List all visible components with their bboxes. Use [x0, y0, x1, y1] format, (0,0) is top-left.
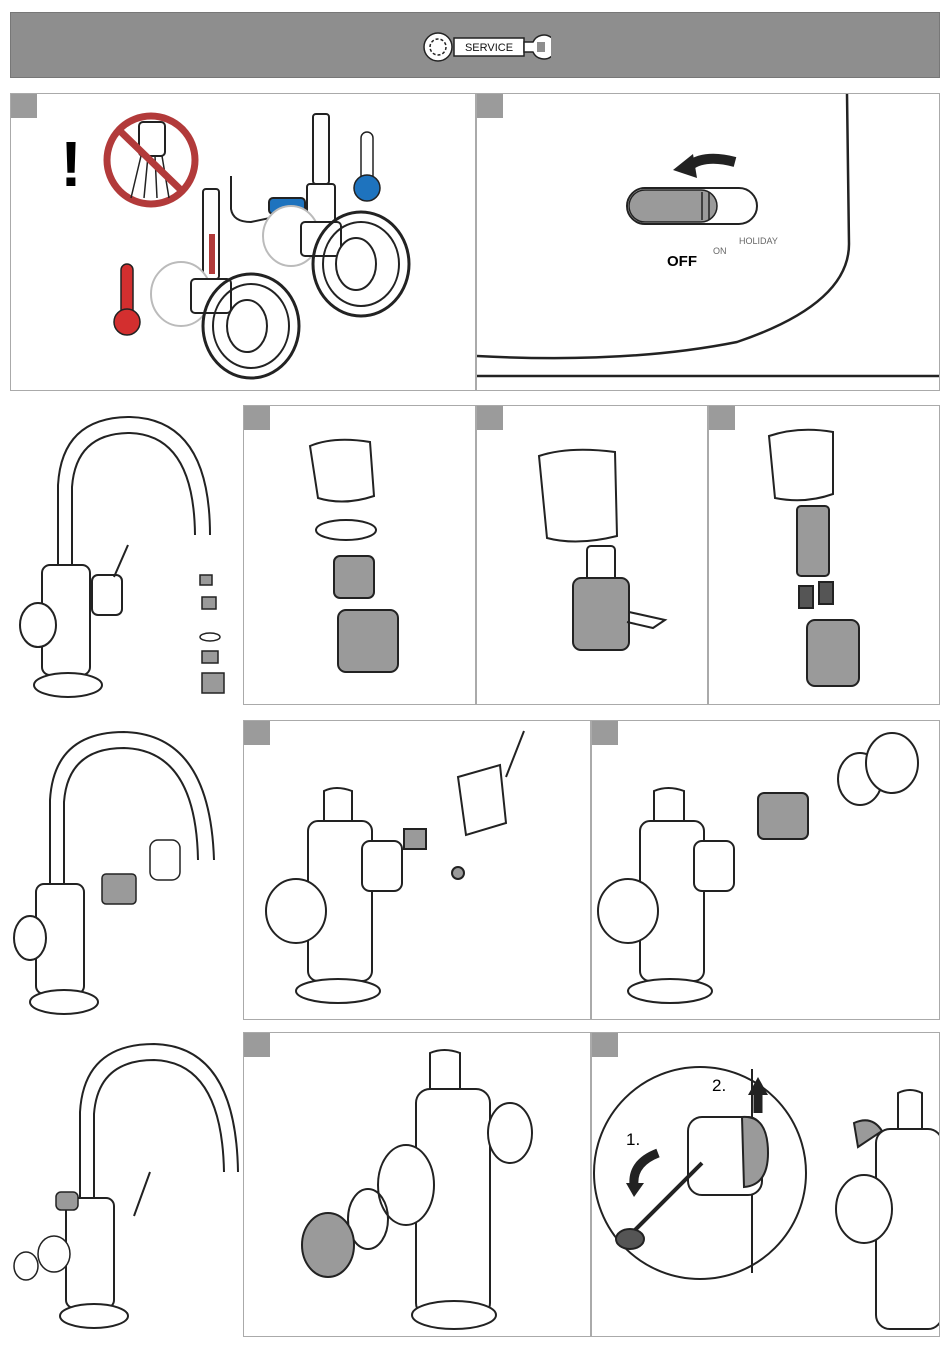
gear-icon	[424, 33, 452, 61]
panel-remove-mixer-cartridge	[591, 720, 940, 1020]
panel-pry-indicator: 1. 2.	[591, 1032, 940, 1337]
service-label: SERVICE	[465, 42, 513, 54]
faucet-overview-button	[10, 1032, 242, 1337]
warning-mark: !	[60, 128, 81, 200]
panel-remove-button-cap	[243, 1032, 591, 1337]
wrench-icon	[524, 35, 551, 59]
step-two-label: 2.	[712, 1076, 726, 1095]
switch-on-label: ON	[713, 246, 727, 256]
service-badge: SERVICE	[421, 30, 551, 69]
service-header-bar: SERVICE	[10, 12, 940, 78]
cold-valve	[231, 114, 409, 316]
cold-thermometer-icon	[354, 132, 380, 201]
faucet-overview-mixer	[10, 720, 242, 1020]
step-one-label: 1.	[626, 1130, 640, 1149]
panel-remove-clip	[476, 405, 708, 705]
panel-remove-cartridge	[708, 405, 940, 705]
faucet-overview-aerator	[10, 405, 242, 705]
no-spray-icon	[107, 116, 195, 204]
panel-aerator-exploded	[243, 405, 476, 705]
switch-off-label: OFF	[667, 253, 697, 270]
panel-switch-off: OFF ON HOLIDAY	[476, 93, 940, 391]
arrow-left-icon	[673, 154, 735, 178]
panel-remove-lever	[243, 720, 591, 1020]
mode-switch[interactable]	[627, 188, 757, 224]
switch-holiday-label: HOLIDAY	[739, 236, 778, 246]
detail-circle	[594, 1067, 806, 1279]
hot-thermometer-icon	[114, 264, 140, 335]
panel-close-valves: !	[10, 93, 476, 391]
